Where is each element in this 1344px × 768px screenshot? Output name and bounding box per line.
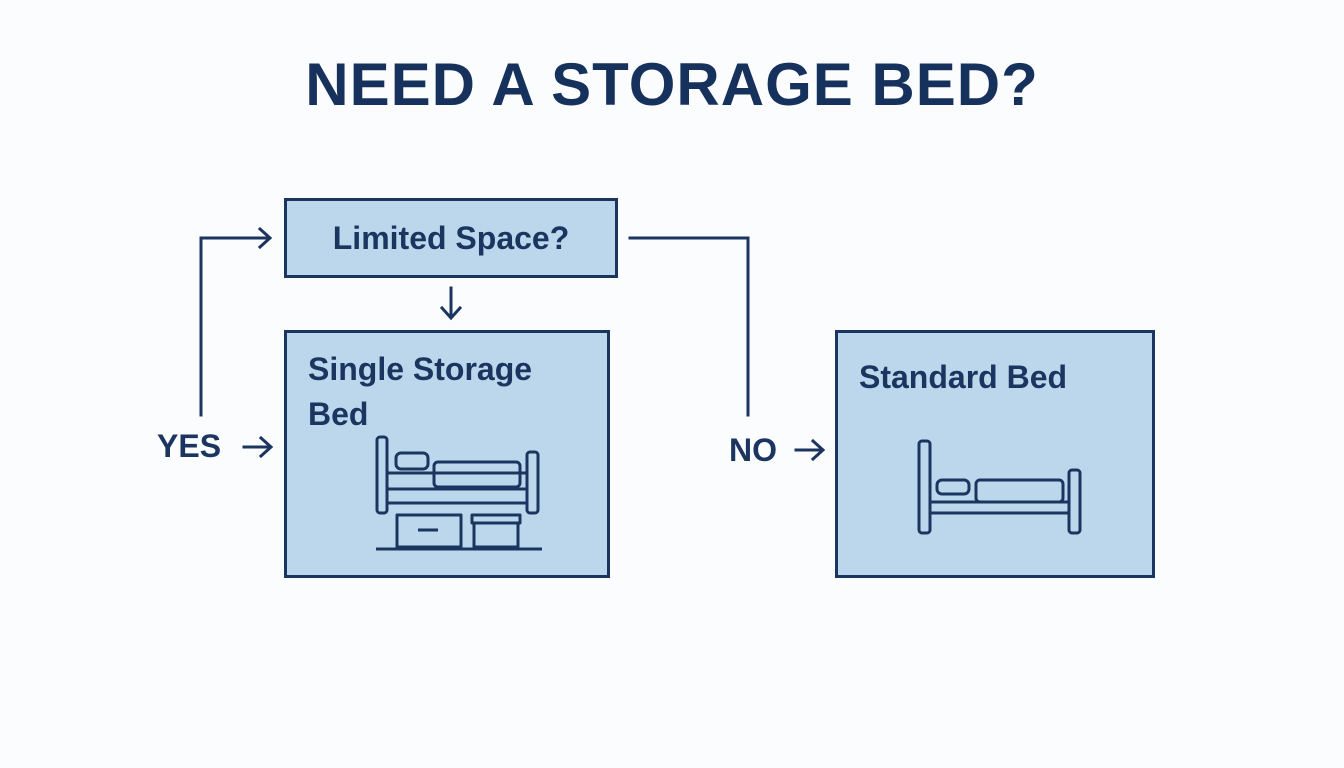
question-node: Limited Space?	[284, 198, 618, 278]
down-arrowhead	[439, 305, 463, 321]
yes-arrowhead	[258, 435, 274, 459]
single-storage-bed-label: Single Storage Bed	[308, 351, 533, 432]
diagram-title: NEED A STORAGE BED?	[305, 51, 1039, 118]
no-connector	[628, 236, 750, 417]
no-branch-label: NO	[729, 432, 777, 468]
storage-bed-icon	[375, 435, 542, 551]
yes-loop-connector	[199, 236, 270, 417]
no-arrowhead	[810, 438, 826, 462]
yes-loop-arrowhead	[257, 226, 273, 250]
standard-bed-node: Standard Bed	[835, 330, 1155, 578]
standard-bed-label: Standard Bed	[859, 359, 1068, 395]
yes-branch-label: YES	[157, 428, 222, 464]
standard-bed-icon	[917, 439, 1082, 535]
question-label: Limited Space?	[332, 220, 570, 256]
single-storage-bed-node: Single Storage Bed	[284, 330, 610, 578]
